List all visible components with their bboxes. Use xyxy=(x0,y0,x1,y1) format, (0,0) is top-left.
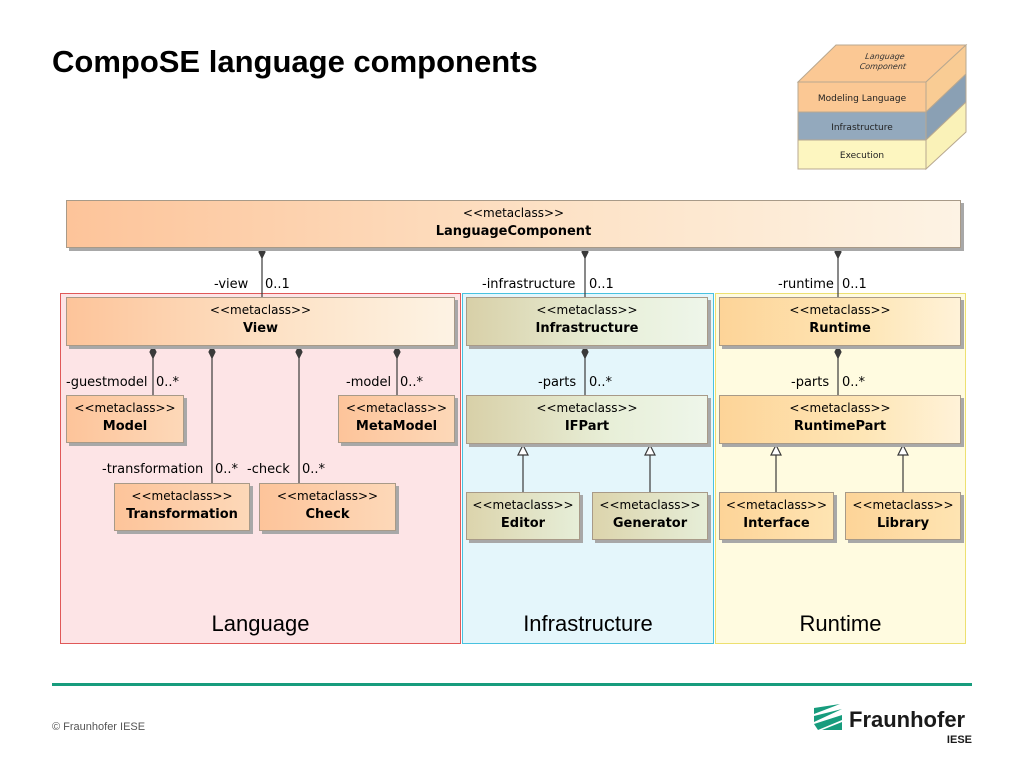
page-title: CompoSE language components xyxy=(52,44,538,79)
class-generator[interactable]: <<metaclass>> Generator xyxy=(592,492,708,540)
class-name: IFPart xyxy=(564,419,610,434)
stereotype-label: <<metaclass>> xyxy=(131,489,233,503)
class-runtime[interactable]: <<metaclass>> Runtime xyxy=(719,297,961,346)
stereotype-label: <<metaclass>> xyxy=(599,498,701,512)
stereotype-label: <<metaclass>> xyxy=(536,303,638,317)
mult-check: 0..* xyxy=(302,462,326,477)
class-view[interactable]: <<metaclass>> View xyxy=(66,297,455,346)
class-ifpart[interactable]: <<metaclass>> IFPart xyxy=(466,395,708,444)
class-transformation[interactable]: <<metaclass>> Transformation xyxy=(114,483,250,531)
mult-rt-parts: 0..* xyxy=(842,375,866,390)
role-transformation: -transformation xyxy=(102,462,204,477)
stereotype-label: <<metaclass>> xyxy=(276,489,379,503)
role-infrastructure: -infrastructure xyxy=(482,277,576,292)
stereotype-label: <<metaclass>> xyxy=(789,303,891,317)
fraunhofer-logo: Fraunhofer IESE xyxy=(812,704,976,752)
infrastructure-region-label: Infrastructure xyxy=(523,611,653,636)
class-name: Generator xyxy=(612,516,688,531)
class-library[interactable]: <<metaclass>> Library xyxy=(845,492,961,540)
language-component-cube-graphic: Language Component Modeling Language Inf… xyxy=(796,44,968,171)
stereotype-label: <<metaclass>> xyxy=(725,498,828,512)
class-name: Editor xyxy=(500,516,546,531)
class-name: Check xyxy=(305,507,350,522)
language-region-label: Language xyxy=(211,611,310,636)
mult-transformation: 0..* xyxy=(215,462,239,477)
mult-infrastructure: 0..1 xyxy=(589,277,614,292)
stereotype-label: <<metaclass>> xyxy=(209,303,312,317)
role-infra-parts: -parts xyxy=(538,375,577,390)
fraunhofer-logo-icon xyxy=(814,704,842,730)
role-guestmodel: -guestmodel xyxy=(66,375,148,390)
class-name: Model xyxy=(102,419,148,434)
class-name: Runtime xyxy=(809,321,871,336)
logo-wordmark: Fraunhofer xyxy=(849,707,966,732)
class-name: MetaModel xyxy=(355,419,438,434)
mult-infra-parts: 0..* xyxy=(589,375,613,390)
stereotype-label: <<metaclass>> xyxy=(472,498,574,512)
stereotype-label: <<metaclass>> xyxy=(789,401,891,415)
class-name: Infrastructure xyxy=(535,321,639,336)
role-runtime: -runtime xyxy=(778,277,834,292)
class-metamodel[interactable]: <<metaclass>> MetaModel xyxy=(338,395,455,443)
mult-view: 0..1 xyxy=(265,277,290,292)
class-model[interactable]: <<metaclass>> Model xyxy=(66,395,184,443)
class-name: Interface xyxy=(743,516,810,531)
footer-divider xyxy=(52,683,972,686)
logo-sub: IESE xyxy=(946,734,972,746)
mult-guestmodel: 0..* xyxy=(156,375,180,390)
stereotype-label: <<metaclass>> xyxy=(536,401,638,415)
class-name: LanguageComponent xyxy=(435,224,592,239)
class-name: Library xyxy=(876,516,930,531)
class-infrastructure[interactable]: <<metaclass>> Infrastructure xyxy=(466,297,708,346)
role-view: -view xyxy=(214,277,249,292)
stereotype-label: <<metaclass>> xyxy=(74,401,176,415)
class-language-component[interactable]: <<metaclass>> LanguageComponent xyxy=(66,200,961,248)
class-interface[interactable]: <<metaclass>> Interface xyxy=(719,492,834,540)
legend-layer-execution: Execution xyxy=(840,151,884,161)
class-name: Transformation xyxy=(126,507,238,522)
stereotype-label: <<metaclass>> xyxy=(852,498,954,512)
stereotype-label: <<metaclass>> xyxy=(462,206,565,220)
role-model: -model xyxy=(346,375,392,390)
runtime-region-label: Runtime xyxy=(799,611,882,636)
legend-layer-infrastructure: Infrastructure xyxy=(831,123,893,133)
copyright-text: © Fraunhofer IESE xyxy=(52,721,146,733)
role-rt-parts: -parts xyxy=(791,375,830,390)
role-check: -check xyxy=(247,462,290,477)
legend-top-label: Language Component xyxy=(859,52,909,71)
class-name: RuntimePart xyxy=(793,419,887,434)
class-editor[interactable]: <<metaclass>> Editor xyxy=(466,492,580,540)
class-name: View xyxy=(242,321,279,336)
class-check[interactable]: <<metaclass>> Check xyxy=(259,483,396,531)
mult-runtime: 0..1 xyxy=(842,277,867,292)
class-runtime-part[interactable]: <<metaclass>> RuntimePart xyxy=(719,395,961,444)
stereotype-label: <<metaclass>> xyxy=(345,401,448,415)
mult-model: 0..* xyxy=(400,375,424,390)
legend-layer-modeling: Modeling Language xyxy=(818,94,907,104)
